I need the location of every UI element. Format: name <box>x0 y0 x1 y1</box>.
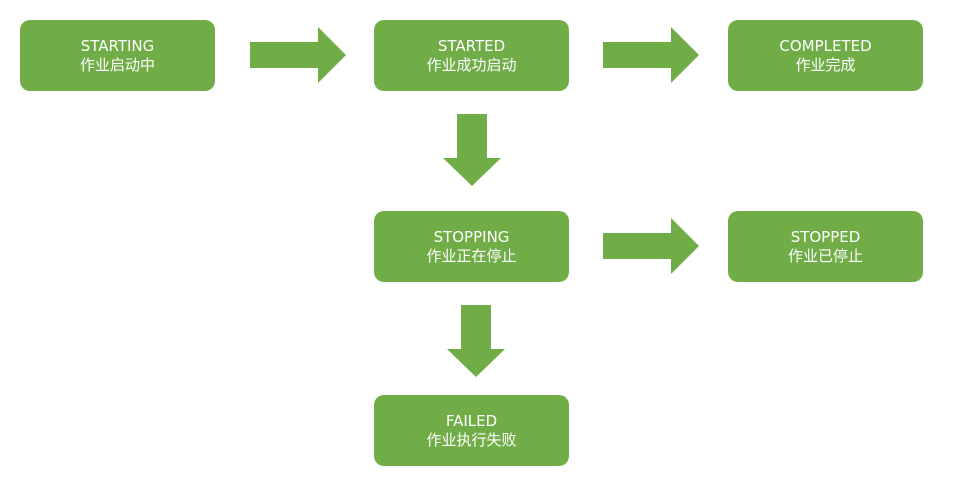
state-desc-completed: 作业完成 <box>795 55 856 74</box>
state-desc-stopped: 作业已停止 <box>787 246 863 265</box>
state-name-failed: FAILED <box>445 411 498 430</box>
arrow-starting-to-started <box>250 27 346 83</box>
state-desc-started: 作业成功启动 <box>426 55 517 74</box>
state-name-completed: COMPLETED <box>779 36 872 55</box>
state-node-completed: COMPLETED 作业完成 <box>728 20 923 91</box>
arrow-stopping-to-stopped <box>603 218 699 274</box>
arrow-started-to-stopping <box>443 114 501 186</box>
state-desc-starting: 作业启动中 <box>79 55 155 74</box>
arrow-stopping-to-failed <box>447 305 505 377</box>
state-name-stopping: STOPPING <box>433 227 510 246</box>
arrow-started-to-completed <box>603 27 699 83</box>
state-node-stopping: STOPPING 作业正在停止 <box>374 211 569 282</box>
state-node-started: STARTED 作业成功启动 <box>374 20 569 91</box>
state-node-failed: FAILED 作业执行失败 <box>374 395 569 466</box>
state-node-starting: STARTING 作业启动中 <box>20 20 215 91</box>
state-desc-failed: 作业执行失败 <box>426 430 517 449</box>
state-name-stopped: STOPPED <box>790 227 861 246</box>
state-name-started: STARTED <box>437 36 506 55</box>
state-node-stopped: STOPPED 作业已停止 <box>728 211 923 282</box>
state-name-starting: STARTING <box>80 36 155 55</box>
state-desc-stopping: 作业正在停止 <box>426 246 517 265</box>
